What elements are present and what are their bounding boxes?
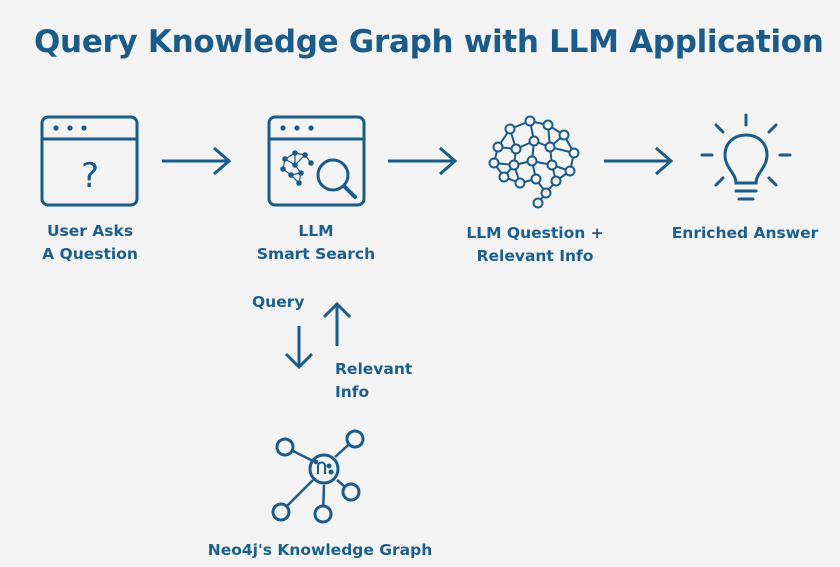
knowledge-graph-label: Neo4j's Knowledge Graph [207,541,433,559]
arrow-right-icon [160,146,232,176]
step-label-user-asks: User Asks A Question [20,220,160,266]
browser-question-icon: ? [40,115,140,207]
question-mark: ? [81,156,99,196]
browser-brain-search-icon [267,115,367,207]
relevant-info-label: Relevant Info [335,358,412,404]
label-line: Relevant Info [476,247,594,265]
arrow-right-icon [386,146,458,176]
arrow-right-icon [602,146,674,176]
label-line: LLM Question + [466,224,604,242]
label-line: Relevant [335,360,413,378]
query-label: Query [252,293,305,311]
lightbulb-icon [698,113,794,209]
label-line: Info [335,383,370,401]
arrow-down-icon [284,326,314,370]
label-line: A Question [42,245,138,263]
arrow-up-icon [322,301,352,346]
step-label-llm-question: LLM Question + Relevant Info [455,222,615,268]
step-label-enriched-answer: Enriched Answer [670,222,820,245]
knowledge-graph-icon [268,428,372,528]
step-label-llm-smart-search: LLM Smart Search [246,220,386,266]
label-line: LLM [298,222,334,240]
label-line: Enriched Answer [671,224,819,242]
label-line: Smart Search [256,245,376,263]
page-title: Query Knowledge Graph with LLM Applicati… [34,24,824,60]
neural-brain-icon [486,113,584,209]
label-line: User Asks [46,222,134,240]
